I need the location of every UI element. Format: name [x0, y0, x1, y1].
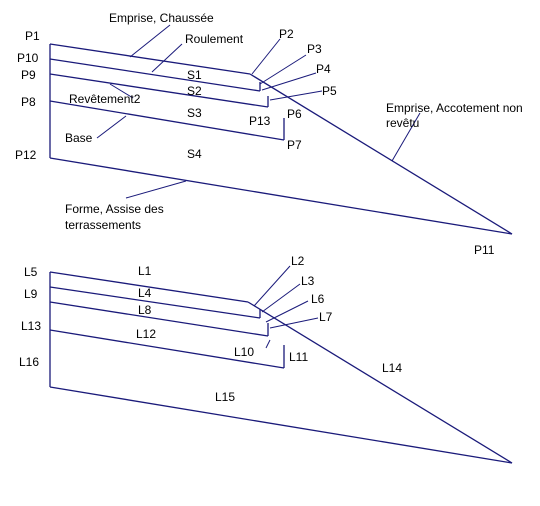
- annotation-forme-line1: Forme, Assise des: [65, 202, 164, 216]
- top-section-labels: P1 P10 P9 P8 P12 P2 P3 P4 P5 P6 P13 P7 P…: [15, 11, 523, 257]
- line-label-l6: L6: [311, 292, 325, 306]
- point-label-p13: P13: [249, 114, 271, 128]
- point-label-p7: P7: [287, 138, 302, 152]
- leader-revetement2: [109, 83, 134, 99]
- line-label-l7: L7: [319, 310, 333, 324]
- line-l14: [247, 301, 513, 464]
- point-label-p3: P3: [307, 42, 322, 56]
- line-label-l1: L1: [138, 264, 152, 278]
- line-label-l11: L11: [289, 350, 308, 364]
- line-p12-p11: [49, 157, 513, 235]
- line-label-l13: L13: [21, 319, 41, 333]
- bottom-section-leaders: [253, 265, 319, 349]
- leader-p4: [261, 72, 317, 91]
- line-label-l3: L3: [301, 274, 315, 288]
- point-label-p2: P2: [279, 27, 294, 41]
- leader-emprise-chaussee: [129, 24, 171, 58]
- surface-label-s4: S4: [187, 147, 202, 161]
- point-label-p10: P10: [17, 51, 39, 65]
- line-label-l5: L5: [24, 265, 38, 279]
- point-label-p11: P11: [474, 243, 495, 257]
- surface-label-s2: S2: [187, 84, 202, 98]
- leader-forme: [125, 180, 187, 199]
- leader-l10: [265, 339, 271, 349]
- line-p8-p7: [49, 100, 285, 141]
- line-l1: [49, 271, 249, 303]
- top-section-leaders: [96, 24, 421, 199]
- annotation-accotement-line2: revêtu: [386, 116, 419, 130]
- bottom-section-labels: L5 L9 L13 L16 L1 L4 L8 L12 L10 L11 L15 L…: [19, 254, 402, 404]
- leader-accotement: [391, 112, 421, 162]
- line-l15: [49, 386, 513, 464]
- leader-roulement: [151, 43, 183, 73]
- point-label-p1: P1: [25, 29, 40, 43]
- bottom-section-geometry: [49, 271, 513, 464]
- line-label-l10: L10: [234, 345, 254, 359]
- point-label-p9: P9: [21, 68, 36, 82]
- line-p9-p6: [49, 73, 269, 108]
- annotation-forme-line2: terrassements: [65, 218, 141, 232]
- line-label-l15: L15: [215, 390, 235, 404]
- line-label-l4: L4: [138, 286, 152, 300]
- point-label-p4: P4: [316, 62, 331, 76]
- point-label-p12: P12: [15, 148, 37, 162]
- line-l8: [49, 301, 269, 337]
- line-label-l2: L2: [291, 254, 305, 268]
- line-p10-p4: [49, 58, 261, 92]
- top-section-geometry: [49, 43, 513, 235]
- leader-l6: [265, 300, 309, 323]
- line-p2-p11: [249, 73, 513, 235]
- annotation-roulement: Roulement: [185, 32, 244, 46]
- line-label-l14: L14: [382, 361, 402, 375]
- annotation-accotement-line1: Emprise, Accotement non: [386, 101, 523, 115]
- point-label-p8: P8: [21, 95, 36, 109]
- line-label-l16: L16: [19, 355, 39, 369]
- line-label-l8: L8: [138, 303, 152, 317]
- annotation-base: Base: [65, 131, 93, 145]
- line-label-l12: L12: [136, 327, 156, 341]
- surface-label-s1: S1: [187, 68, 202, 82]
- surface-label-s3: S3: [187, 106, 202, 120]
- line-l4: [49, 286, 261, 319]
- line-label-l9: L9: [24, 287, 38, 301]
- leader-p2: [251, 38, 281, 75]
- annotation-revetement2: Revêtement2: [69, 92, 141, 106]
- line-p1-p2: [49, 43, 251, 75]
- leader-l3: [261, 283, 301, 313]
- leader-p3: [259, 54, 307, 85]
- leader-base: [96, 115, 127, 139]
- point-label-p6: P6: [287, 107, 302, 121]
- line-l12: [49, 329, 285, 369]
- leader-l2: [253, 265, 291, 307]
- leader-l7: [269, 317, 319, 329]
- annotation-emprise-chaussee: Emprise, Chaussée: [109, 11, 214, 25]
- leader-p5: [269, 90, 323, 101]
- point-label-p5: P5: [322, 84, 337, 98]
